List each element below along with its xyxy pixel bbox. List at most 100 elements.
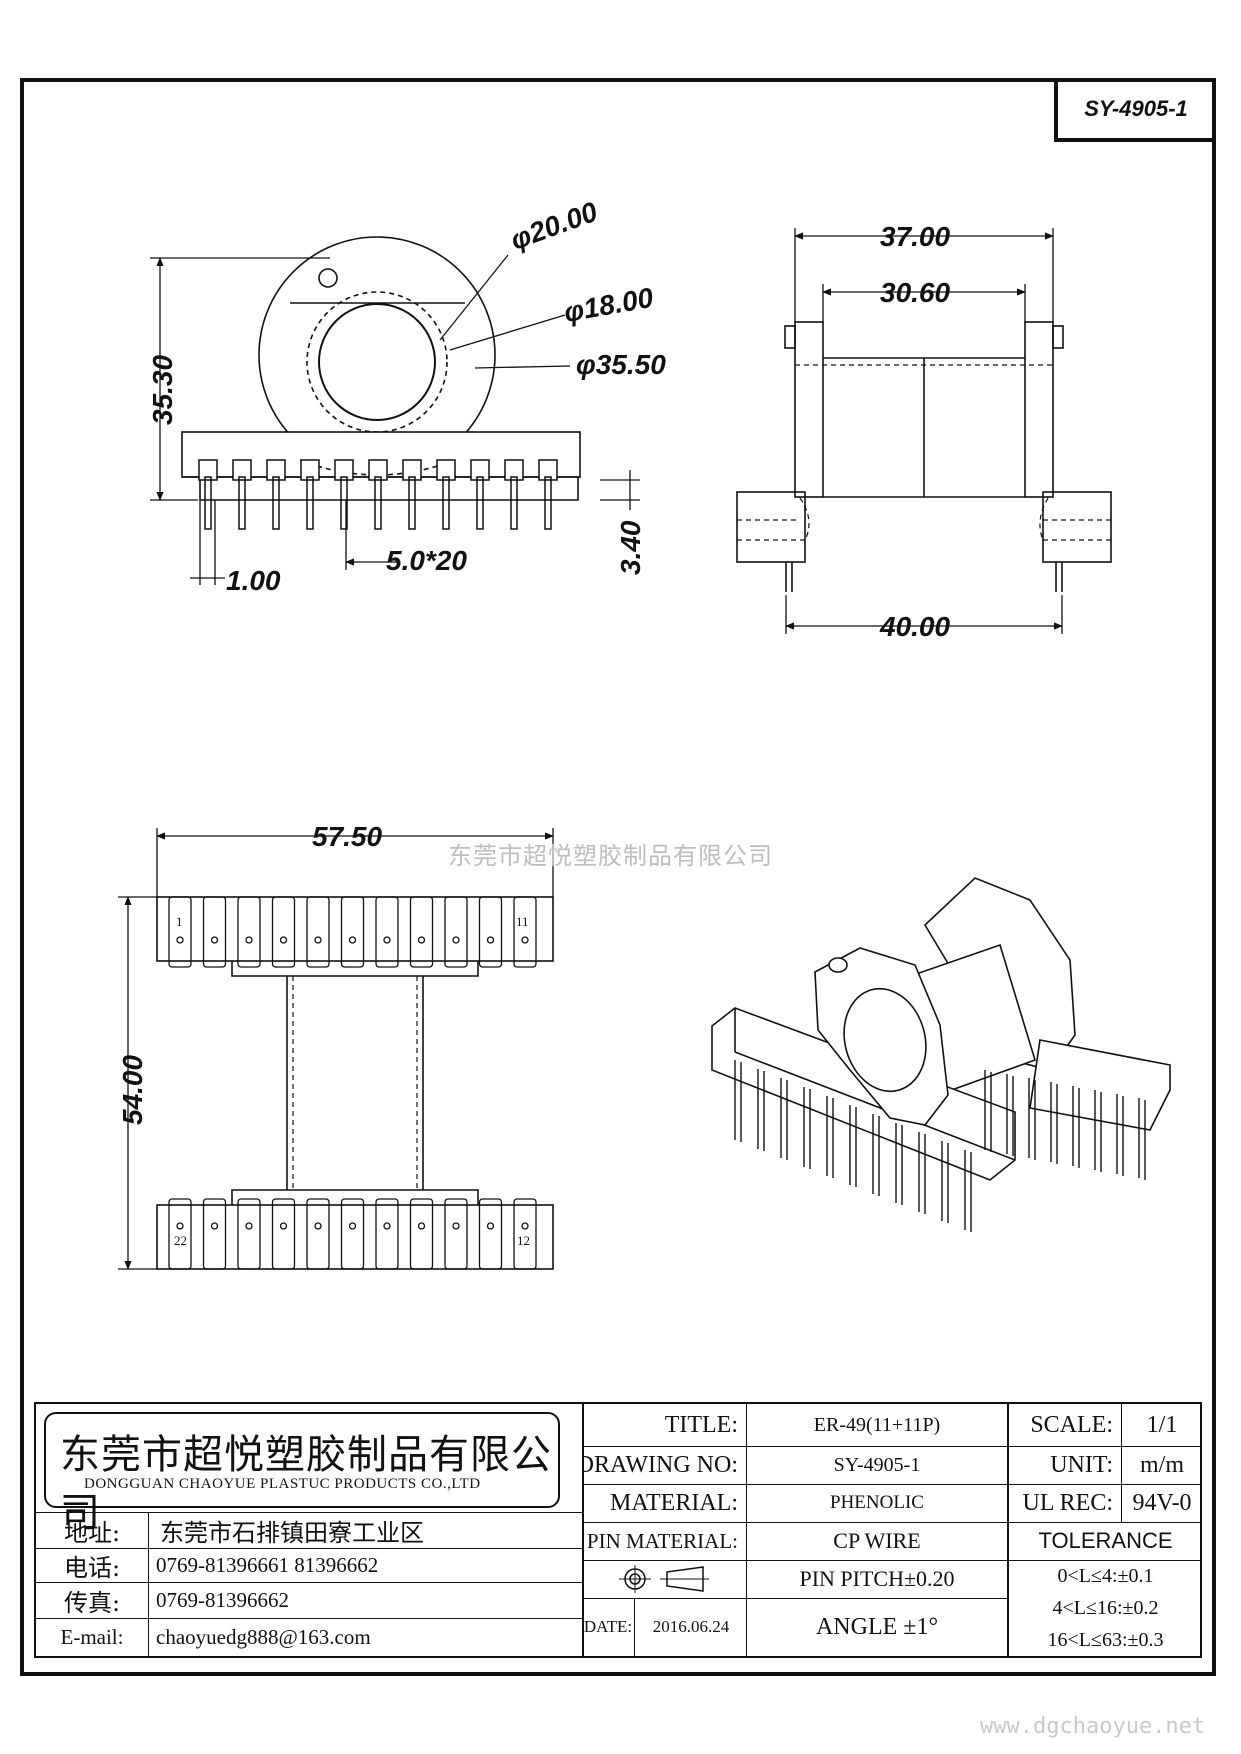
- iso-back-pin: [1028, 1078, 1036, 1160]
- bottom-pin-hole: [314, 1222, 322, 1230]
- angle-tolerance: ANGLE ±1°: [815, 1613, 939, 1640]
- side-view: [736, 321, 1112, 592]
- address-value: 东莞市石排镇田寮工业区: [160, 1518, 424, 1547]
- unit-value: m/m: [1139, 1451, 1184, 1478]
- iso-front-pin: [780, 1078, 788, 1160]
- title-value: ER-49(11+11P): [813, 1413, 941, 1436]
- iso-back-pin: [1006, 1074, 1014, 1156]
- side-right-base: [1042, 491, 1112, 563]
- projection-symbol: [584, 1560, 746, 1598]
- phone-value: 0769-81396661 81396662: [156, 1552, 379, 1577]
- bottom-pin-tab: [237, 1198, 261, 1270]
- front-pin: [442, 476, 450, 530]
- scale-label: SCALE:: [1030, 1411, 1113, 1438]
- bottom-pin-tab: [340, 896, 365, 968]
- bottom-pin-hole: [452, 1222, 460, 1230]
- bottom-top-rail: [156, 896, 554, 962]
- front-pin-slot: [436, 459, 456, 481]
- iso-front-pin: [964, 1150, 972, 1232]
- iso-front-pin: [849, 1105, 857, 1187]
- front-pin-slot: [334, 459, 354, 481]
- bottom-pin-hole: [348, 936, 357, 944]
- front-pin-slot: [470, 459, 490, 481]
- drawing-frame: [20, 78, 1216, 1676]
- iso-front-pin: [826, 1096, 834, 1178]
- front-pin: [374, 476, 382, 530]
- bottom-pin-tab: [478, 896, 503, 968]
- tolerance-row-2: 4<L≤16:±0.2: [1052, 1596, 1159, 1619]
- bottom-pin-tab: [168, 1198, 192, 1270]
- bottom-pin-hole: [176, 1222, 184, 1230]
- iso-front-pin: [941, 1141, 949, 1223]
- bottom-pin-tab: [513, 896, 537, 968]
- bottom-pin-hole: [383, 936, 391, 944]
- pin-pitch: PIN PITCH±0.20: [799, 1566, 955, 1591]
- front-pin-slot: [368, 459, 388, 481]
- bottom-pin-tab: [306, 1198, 330, 1270]
- iso-front-pin: [757, 1069, 765, 1151]
- bottom-pin-tab: [168, 896, 192, 968]
- website-url: www.dgchaoyue.net: [980, 1714, 1206, 1739]
- dim-length-57-50: 57.50: [312, 821, 382, 852]
- pin-slots: [199, 477, 579, 501]
- dim-height-35-30: 35.30: [147, 355, 178, 425]
- side-left-base: [736, 491, 806, 563]
- bottom-pin-tab: [409, 1198, 434, 1270]
- bottom-pin-tab: [237, 896, 261, 968]
- bottom-pin-hole: [245, 1222, 253, 1230]
- iso-back-pin: [1050, 1082, 1058, 1164]
- bottom-pin-hole: [417, 1222, 426, 1230]
- dim-phi-18: φ18.00: [562, 282, 656, 328]
- bottom-pin-tab: [340, 1198, 365, 1270]
- bottom-pin-hole: [486, 1222, 495, 1230]
- tube-hidden-line: [306, 291, 448, 433]
- bottom-pin-hole: [417, 936, 426, 944]
- front-pin: [544, 476, 552, 530]
- dim-pin-pitch: 5.0*20: [386, 545, 467, 576]
- bottom-bottom-rail: [156, 1204, 554, 1270]
- bottom-view-pins: [168, 896, 537, 1270]
- isometric-pins: [734, 1060, 1146, 1232]
- front-pin-slot: [300, 459, 320, 481]
- front-pin-slot: [232, 459, 252, 481]
- fax-label: 传真:: [63, 1588, 121, 1617]
- bottom-pin-hole: [348, 1222, 357, 1230]
- front-pin: [204, 476, 212, 530]
- iso-back-pin: [1116, 1094, 1124, 1176]
- pin-label-11: 11: [516, 914, 529, 929]
- email-label: E-mail:: [60, 1624, 124, 1649]
- iso-back-pin: [1094, 1090, 1102, 1172]
- bottom-view: [156, 896, 554, 1270]
- front-pin: [408, 476, 416, 530]
- dim-phi-20: φ20.00: [506, 196, 601, 256]
- bottom-pin-hole: [521, 936, 529, 944]
- bottom-pin-tab: [202, 1198, 227, 1270]
- iso-back-rail: [1029, 1039, 1171, 1131]
- drawing-number-box: SY-4905-1: [1054, 80, 1214, 142]
- fax-value: 0769-81396662: [156, 1587, 289, 1612]
- iso-front-pin: [918, 1132, 926, 1214]
- email-value: chaoyuedg888@163.com: [156, 1624, 371, 1649]
- dim-height-54: 54.00: [117, 1055, 148, 1125]
- front-pin-slot: [402, 459, 422, 481]
- iso-back-pin: [1072, 1086, 1080, 1168]
- dim-pin-stub: 3.40: [615, 520, 646, 575]
- front-pin: [340, 476, 348, 530]
- front-pin-slot: [504, 459, 524, 481]
- front-pin: [238, 476, 246, 530]
- iso-bore: [843, 987, 927, 1093]
- front-pin: [476, 476, 484, 530]
- material-value: PHENOLIC: [830, 1492, 924, 1513]
- iso-back-pin: [984, 1070, 992, 1152]
- dim-phi-35: φ35.50: [576, 349, 666, 380]
- date-label: DATE:: [583, 1617, 633, 1636]
- isometric-view: [711, 877, 1171, 1181]
- iso-front-pin: [872, 1114, 880, 1196]
- title-label: TITLE:: [664, 1411, 738, 1438]
- pin-material-value: CP WIRE: [833, 1528, 921, 1553]
- front-pin-slot: [538, 459, 558, 481]
- tolerance-row-3: 16<L≤63:±0.3: [1047, 1628, 1164, 1651]
- iso-flange-hole: [828, 957, 848, 973]
- inner-bore: [318, 303, 436, 421]
